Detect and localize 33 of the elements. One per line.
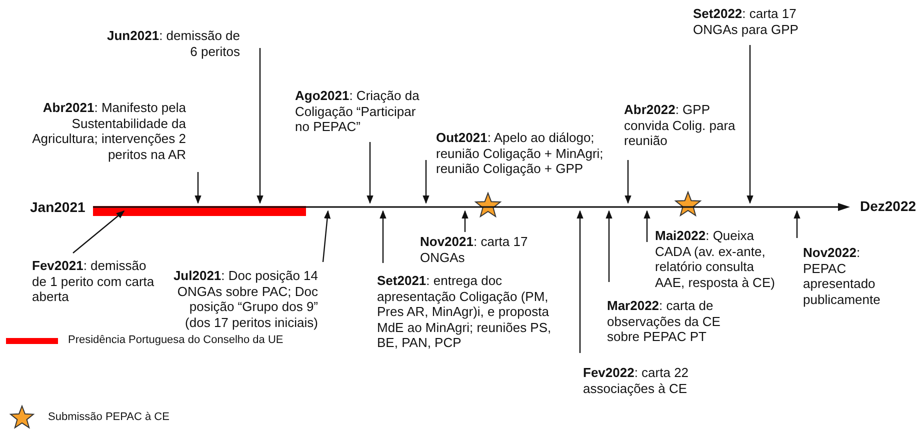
legend-text: Presidência Portuguesa do Conselho da UE [68, 334, 284, 346]
leader-arrow [462, 210, 468, 232]
event-note: Fev2022: carta 22 associações à CE [583, 365, 713, 396]
event-note: Set2021: entrega doc apresentação Coligação (PM, Pres AR, MinAgr)i, e proposta MdE ao MinAgri; reuniões PS, BE, PAN, PCP [377, 273, 569, 350]
leader-arrow [256, 48, 264, 204]
event-note: Abr2021: Manifesto pela Sustentabilidade da Agricultura; intervenções 2 peritos na AR [30, 100, 186, 162]
leader-arrow [322, 210, 331, 262]
leader-arrow [644, 210, 650, 242]
leader-arrow [624, 160, 632, 204]
leader-arrow [422, 160, 430, 204]
event-note: Nov2022: PEPAC apresentado publicamente [803, 245, 893, 307]
leader-arrow [194, 172, 202, 204]
leader-arrow [380, 210, 386, 263]
event-note: Abr2022: GPP convida Colig. para reunião [624, 102, 748, 148]
event-note: Jun2021: demissão de 6 peritos [98, 28, 240, 59]
leader-arrow [746, 45, 754, 204]
event-note: Nov2021: carta 17 ONGAs [420, 234, 550, 265]
leader-arrow [366, 142, 374, 204]
event-note: Set2022: carta 17 ONGAs para GPP [693, 6, 818, 37]
event-note: Out2021: Apelo ao diálogo; reunião Coligação + MinAgri; reunião Coligação + GPP [436, 130, 626, 176]
event-note: Fev2021: demissão de 1 perito com carta aberta [32, 258, 156, 304]
event-note: Mar2022: carta de observações da CE sobre PEPAC PT [607, 298, 747, 344]
date-label: Jan2021 [30, 199, 86, 215]
leader-arrow [794, 210, 800, 238]
event-note: Ago2021: Criação da Coligação “Participar no PEPAC” [295, 88, 427, 134]
legend-text: Submissão PEPAC à CE [48, 411, 170, 423]
leader-arrow [606, 210, 612, 282]
date-label: Dez2022 [860, 198, 916, 214]
leader-arrow [576, 210, 584, 353]
event-note: Jul2021: Doc posição 14 ONGAs sobre PAC; Doc posição “Grupo dos 9” (dos 17 peritos iniciais) [166, 268, 318, 330]
leader-arrow [72, 210, 125, 254]
timeline-axis [93, 203, 850, 211]
event-note: Mai2022: Queixa CADA (av. ex-ante, relatório consulta AAE, resposta à CE) [655, 228, 783, 290]
